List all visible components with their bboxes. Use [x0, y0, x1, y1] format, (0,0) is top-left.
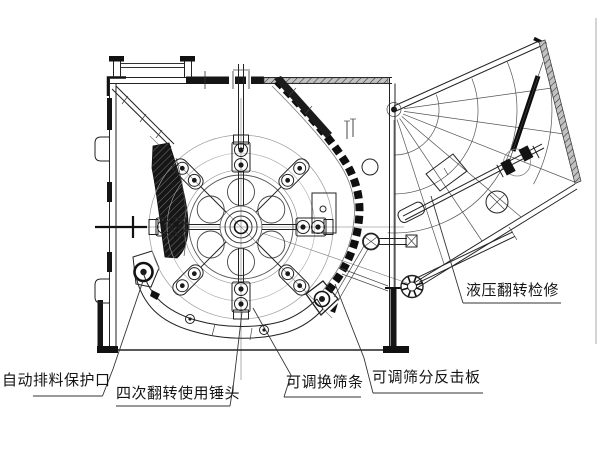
- rotor-disc: [183, 169, 299, 285]
- door-pivot: [391, 106, 397, 113]
- discharge-pivot-bolt: [133, 261, 154, 283]
- top-plate-hatched: [263, 77, 389, 84]
- hinge-joint: [400, 274, 424, 299]
- rotor: [148, 64, 337, 320]
- label-four-turn-hammers: 四次翻转使用锤头: [116, 384, 241, 402]
- adjustment-mechanisms: [333, 143, 545, 302]
- door-hatched-beam: [538, 39, 582, 184]
- side-plate: [311, 192, 337, 234]
- support-column: [390, 289, 397, 347]
- right-wall: [385, 78, 401, 347]
- rotor-hub: [219, 205, 263, 249]
- housing: [94, 56, 409, 353]
- crossed-circle-marker: [485, 190, 509, 214]
- screen-bars-dashed: [274, 78, 364, 297]
- door-counterweight-plate: [425, 153, 468, 192]
- leader-lines: [33, 195, 561, 407]
- screen-bars-band: [271, 76, 379, 316]
- screen-end-bracket: [305, 280, 339, 316]
- label-hydraulic-turn-service: 液压翻转检修: [466, 281, 560, 299]
- wall-handle-upper: [94, 136, 109, 162]
- centerlines: [95, 98, 411, 380]
- wall-hole: [361, 158, 379, 176]
- door-link-rod: [416, 226, 518, 283]
- label-auto-discharge-protection: 自动排料保护口: [2, 371, 111, 389]
- top-hammer-rod: [233, 64, 250, 149]
- hydraulic-rod: [397, 143, 545, 224]
- upper-liner-bar: [274, 76, 332, 138]
- label-adjustable-impact-plate: 可调筛分反击板: [372, 368, 481, 386]
- label-replaceable-screen-bars: 可调换筛条: [286, 373, 364, 391]
- inspection-door: [386, 36, 582, 292]
- left-wall: [94, 77, 117, 350]
- feed-inlet: [109, 56, 195, 78]
- base-line: [97, 346, 409, 353]
- discharge-pivot-flange: [132, 250, 160, 288]
- wall-handle-lower: [94, 278, 109, 304]
- screen-turnbuckle: [333, 232, 418, 302]
- top-liner-dark: [186, 76, 264, 84]
- rod-anchor-bracket: [397, 201, 425, 224]
- door-swing-lines: [393, 87, 578, 292]
- impact-liner-wedge: [151, 142, 189, 259]
- left-liner: [111, 85, 189, 288]
- discharge-curve: [135, 271, 324, 341]
